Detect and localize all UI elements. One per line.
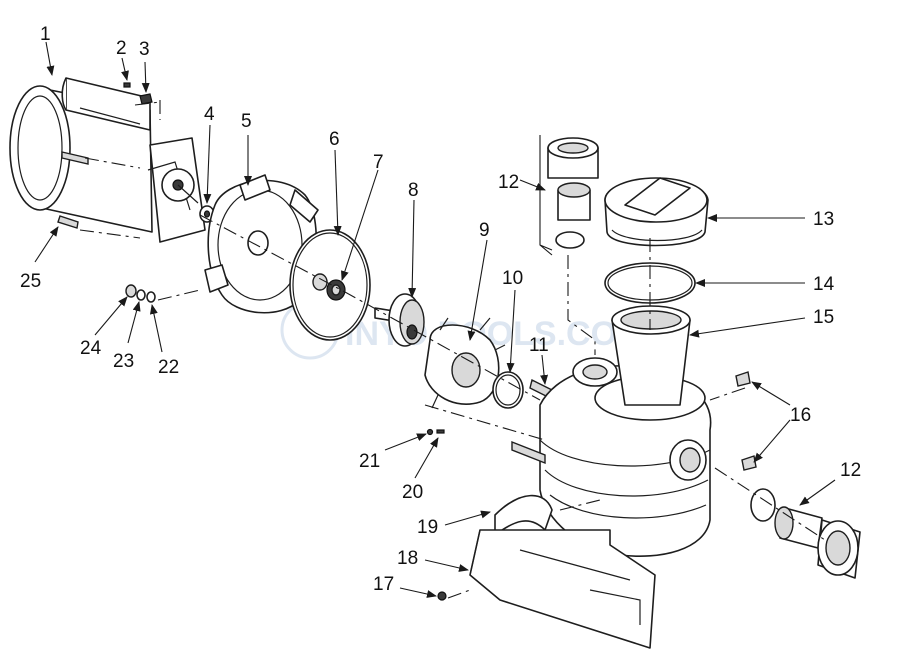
callout-18: 18 (397, 548, 418, 569)
part-motor (9, 77, 206, 243)
callout-24: 24 (80, 338, 102, 359)
callout-20: 20 (402, 482, 423, 503)
callout-8: 8 (408, 180, 419, 201)
callout-25: 25 (20, 271, 41, 292)
callout-7: 7 (373, 152, 384, 173)
part-drain-plugs-16 (735, 371, 757, 471)
callout-5: 5 (241, 111, 252, 132)
callout-22: 22 (158, 357, 179, 378)
callout-2: 2 (116, 38, 127, 59)
part-support-19 (494, 494, 553, 536)
callout-17: 17 (373, 574, 394, 595)
part-o-ring-10 (492, 371, 524, 409)
callout-3: 3 (139, 39, 150, 60)
part-nut-24 (125, 284, 137, 298)
part-basket-15 (611, 305, 691, 406)
part-key-20 (436, 429, 445, 434)
part-diffuser-9 (424, 317, 506, 409)
callout-9: 9 (479, 220, 490, 241)
callout-12-top: 12 (498, 172, 519, 193)
part-screw-2 (123, 82, 131, 88)
callout-11: 11 (529, 335, 549, 356)
callout-16: 16 (790, 405, 811, 426)
part-union-12-top (547, 137, 599, 249)
part-washer-22 (146, 291, 156, 303)
leader-arrows (34, 41, 836, 598)
part-bolt-25 (57, 215, 79, 229)
callout-4: 4 (204, 104, 215, 125)
part-union-12-right (750, 488, 861, 579)
part-seal-plate-5 (204, 174, 319, 314)
callout-23: 23 (113, 351, 134, 372)
assembly-lines (79, 100, 826, 599)
callout-6: 6 (329, 129, 340, 150)
part-lockwasher-23 (136, 289, 146, 301)
callout-19: 19 (417, 517, 438, 538)
callout-12-right: 12 (840, 460, 861, 481)
part-lid-13 (604, 177, 709, 247)
part-clip-3 (139, 93, 153, 105)
callout-13: 13 (813, 209, 834, 230)
part-impeller-8 (374, 293, 425, 347)
part-screw-17 (437, 591, 447, 601)
callout-10: 10 (502, 268, 523, 289)
callout-21: 21 (359, 451, 380, 472)
callout-labels: 1 2 3 4 5 6 7 8 9 10 11 12 12 13 14 15 1… (20, 24, 861, 595)
part-pin-21 (426, 428, 434, 436)
part-base-18 (469, 529, 656, 649)
callout-15: 15 (813, 307, 834, 328)
callout-14: 14 (813, 274, 835, 295)
callout-1: 1 (40, 24, 51, 45)
